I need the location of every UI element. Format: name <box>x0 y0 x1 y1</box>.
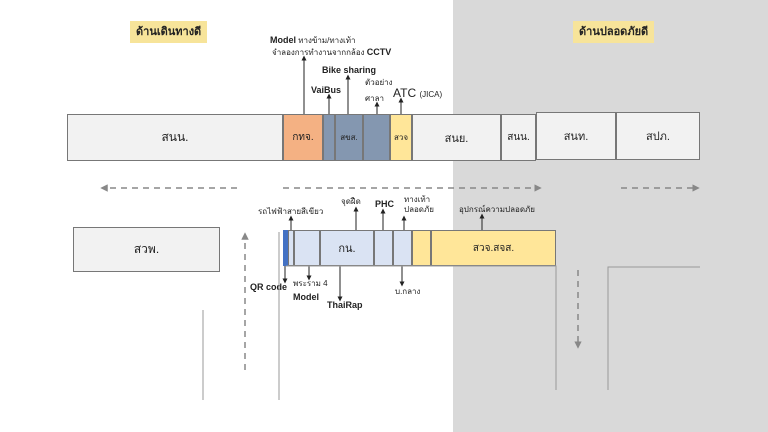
label-vaibus: VaiBus <box>311 85 342 95</box>
kn-strip-2 <box>294 230 320 266</box>
safe-side-background <box>453 0 768 432</box>
box-snn-right: สนน. <box>501 114 536 161</box>
label-rama4: พระราม 4 <box>293 279 328 288</box>
label-example: ตัวอย่าง <box>365 78 393 87</box>
box-snt: สนท. <box>536 112 616 160</box>
box-spp: สปภ. <box>616 112 700 160</box>
box-snn-left: สนน. <box>67 114 283 161</box>
travel-side-tag: ด้านเดินทางดี <box>130 21 208 43</box>
label-atc: ATC (JICA) <box>393 86 443 100</box>
label-cctv-simulation: จำลองการทำงานจากกล้อง CCTV <box>272 47 392 57</box>
label-safe-walkway: ทางเท้าปลอดภัย <box>404 195 434 214</box>
road-edge-mid <box>286 265 557 390</box>
box-sks-left-strip <box>323 114 335 161</box>
box-sks: สขส. <box>335 114 363 161</box>
label-sala: ศาลา <box>365 94 384 103</box>
label-jud-fit: จุดฝืด <box>341 197 361 206</box>
box-ktj: กทจ. <box>283 114 323 161</box>
box-kn: กน. <box>320 230 374 266</box>
road-edge-right <box>607 266 700 390</box>
label-phc: PHC <box>375 199 395 209</box>
label-model: Model <box>293 292 319 302</box>
label-bike-sharing: Bike sharing <box>322 65 377 75</box>
label-thairap: ThaiRap <box>327 300 363 310</box>
box-swp: สวพ. <box>73 227 220 272</box>
label-qr-code: QR code <box>250 282 288 292</box>
label-b-klang: บ.กลาง <box>395 287 421 296</box>
qr-code-strip <box>283 230 288 266</box>
label-safety-device: อุปกรณ์ความปลอดภัย <box>459 205 535 214</box>
label-model-crossing: Model ทางข้าม/ทางเท้า <box>270 35 356 45</box>
box-sny: สนย. <box>412 114 501 161</box>
box-swj: สวจ <box>390 114 412 161</box>
box-sks-right-strip <box>363 114 390 161</box>
safety-side-tag: ด้านปลอดภัยดี <box>573 21 655 43</box>
label-green-line: รถไฟฟ้าสายสีเขียว <box>258 207 324 216</box>
